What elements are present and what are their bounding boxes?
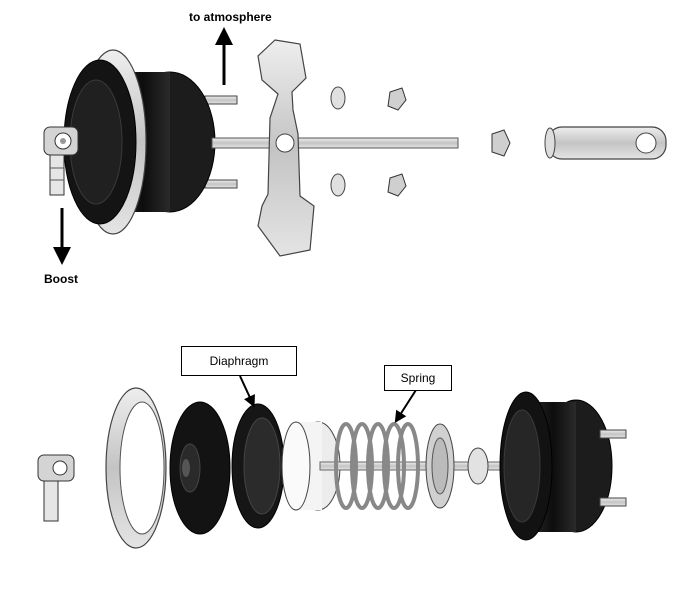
upper-stud [204, 95, 238, 105]
washer [330, 86, 346, 110]
hex-nut [387, 87, 407, 111]
spring [334, 422, 420, 510]
rod-bushing [467, 447, 489, 485]
rear-stud [599, 429, 627, 439]
boost-fitting-nipple [49, 154, 65, 196]
actuator-rod [211, 137, 459, 149]
diaphragm-callout-arrow [239, 375, 255, 408]
washer [330, 173, 346, 197]
spring-label: Spring [384, 365, 452, 391]
boost-label: Boost [44, 272, 78, 286]
rod-nut [491, 129, 511, 157]
rear-stud [599, 497, 627, 507]
to-atmosphere-label: to atmosphere [189, 10, 272, 24]
lower-stud [204, 179, 238, 189]
exploded-actuator-view [37, 375, 627, 549]
hex-nut [387, 173, 407, 197]
assembled-actuator-view [43, 27, 667, 265]
spring-callout-arrow [394, 389, 417, 424]
diaphragm-label: Diaphragm [181, 346, 297, 376]
